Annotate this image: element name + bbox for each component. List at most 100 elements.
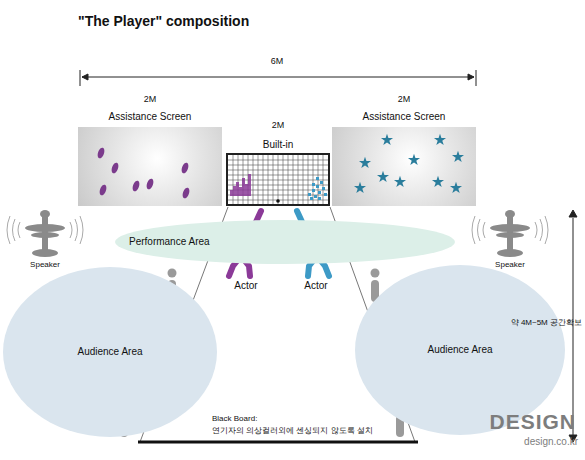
dimension-line [468,74,474,80]
dimension-line [476,70,477,86]
person-head [168,269,177,278]
sound-wave [80,216,83,244]
star-mark [452,151,464,162]
grid-line [273,155,274,204]
area-label: Audience Area [77,346,142,358]
purple-bar [230,190,233,196]
sound-wave [70,222,72,238]
blue-dot [312,183,315,186]
purple-bar [242,178,245,196]
black-board [138,441,418,444]
grid [228,155,328,204]
board-note: 연기자의 의상컬러외에 센싱되지 않도록 설치 [212,426,373,435]
speaker-label: Speaker [30,260,60,269]
purple-bar [239,187,242,196]
blue-dot [320,181,323,184]
built-in-screen: Built-in [226,153,330,206]
grid-line [283,155,284,204]
sound-wave [13,219,16,241]
watermark: design.co.kr [524,436,578,448]
speaker-label: Speaker [495,260,525,269]
star-mark [408,154,420,165]
sound-wave [535,222,537,238]
grid-line [253,155,254,204]
blue-dot [308,193,311,196]
speaker-icon [25,224,65,232]
audience-area: Audience Area [3,267,217,437]
blue-dot [318,197,321,200]
blue-dot [322,187,325,190]
grid-line [303,155,304,204]
purple-dot [131,180,140,192]
sound-wave [483,222,485,238]
purple-dot [98,184,107,196]
star-mark [377,171,389,182]
sound-wave [7,216,10,244]
blue-dot [310,197,313,200]
screen-graphic [228,155,332,208]
ellipse-fill [115,220,455,264]
star-mark [434,134,446,145]
grid-line [228,165,328,166]
screen-graphic [332,127,476,206]
star-mark [354,182,366,193]
speaker-icon [497,249,523,257]
watermark: DESIGN [489,410,576,434]
grid-line [308,155,309,204]
speaker-icon [32,249,58,257]
dimension-label: 2M [270,120,287,130]
star-mark [359,157,371,168]
dimension-label: 2M [142,94,159,104]
speaker-icon [31,232,59,238]
dimension-label: 6M [271,56,284,66]
purple-bar [233,186,236,196]
star-mark [432,176,444,187]
speaker-icon [40,210,50,218]
blue-dot [314,195,317,198]
dimension-line [80,70,476,86]
screen-heading: Assistance Screen [109,111,192,123]
purple-dot [181,187,190,199]
purple-bar [248,174,251,196]
ellipse-fill [355,265,565,435]
dimension-note: 약 4M~5M 공간확보 [511,318,582,327]
vertical-dimension [569,210,577,217]
purple-bar [236,182,239,196]
dimension-line [82,77,474,78]
sound-wave [478,219,481,241]
performance-area: Performance Area [115,220,455,264]
sound-wave [472,216,475,244]
blue-dot [316,177,319,180]
audience-area: Audience Area [355,265,565,435]
blue-dot [318,191,321,194]
purple-dot [96,147,105,159]
actor-label: Actor [234,280,257,292]
sound-wave [545,216,548,244]
grid-line [293,155,294,204]
grid-line [298,155,299,204]
star-mark [381,134,393,145]
area-label: Audience Area [427,344,492,356]
grid-line [288,155,289,204]
ellipse-fill [3,267,217,437]
person-head [371,269,380,278]
grid-line [323,155,324,204]
grid-line [263,155,264,204]
grid-line [228,170,328,171]
purple-dot [110,162,119,174]
purple-bar [245,184,248,196]
actor-label: Actor [304,280,327,292]
blue-dot [324,193,327,196]
star-mark [450,182,462,193]
sensor-dot [276,199,280,203]
assistance-screen: Assistance Screen [78,127,222,206]
dimension-line [82,74,88,80]
purple-dot [180,162,189,174]
dimension-line [80,70,81,86]
speaker-icon [496,232,524,238]
grid-line [238,155,239,204]
blue-dot [316,185,319,188]
grid-line [228,175,328,176]
blue-dot [312,189,315,192]
purple-dot [145,178,154,190]
